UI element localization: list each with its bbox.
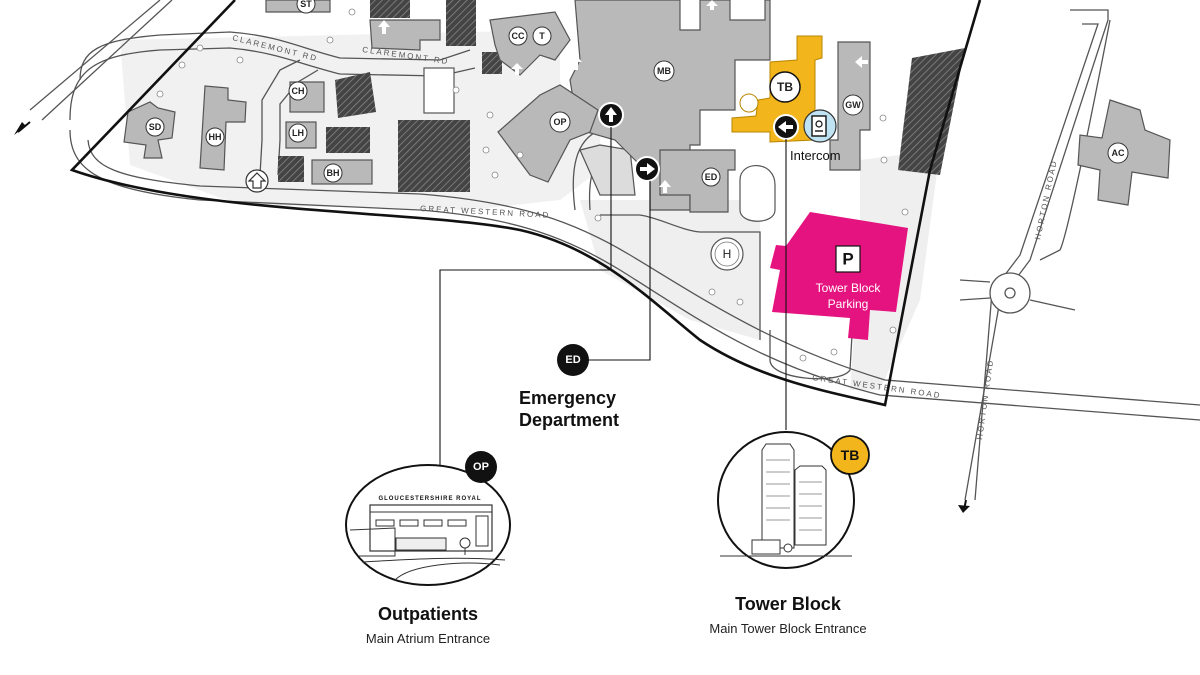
helipad: H <box>710 237 744 271</box>
helipad-label: H <box>723 247 732 261</box>
intercom-icon[interactable] <box>803 109 837 143</box>
entrance-marker-tb[interactable] <box>773 114 799 140</box>
building-label-cc: CC <box>512 31 525 41</box>
building-label-hh: HH <box>209 132 222 142</box>
building-label-gw: GW <box>845 100 861 110</box>
tb-badge-label: TB <box>841 447 860 463</box>
building-label-op: OP <box>553 117 566 127</box>
building-cc[interactable]: CC <box>489 11 571 76</box>
ed-badge-label: ED <box>565 354 580 366</box>
building-st[interactable]: ST <box>265 0 331 14</box>
building-label-t: T <box>539 31 545 41</box>
building-gw[interactable]: GW <box>829 41 871 171</box>
building-t[interactable]: T <box>532 26 552 46</box>
tower-block-parking[interactable]: P <box>770 212 908 340</box>
outpatients-subtitle: Main Atrium Entrance <box>365 631 491 646</box>
ed-badge: ED <box>557 344 589 376</box>
road-label-horton-1: HORTON ROAD <box>1033 159 1059 241</box>
tower-block-title[interactable]: Tower Block <box>735 594 841 614</box>
car-park-blocks <box>278 0 965 192</box>
outpatients-sign: GLOUCESTERSHIRE ROYAL <box>378 496 481 502</box>
parking-label-line1: Tower Block <box>815 281 881 295</box>
op-badge: OP <box>465 451 497 483</box>
building-label-bh: BH <box>327 168 340 178</box>
building-label-ac: AC <box>1112 148 1125 158</box>
outpatients-illustration[interactable]: GLOUCESTERSHIRE ROYAL <box>345 464 511 586</box>
road-label-horton-2: HORTON ROAD <box>975 358 995 440</box>
house-icon <box>245 169 269 193</box>
building-label-ed: ED <box>705 172 718 182</box>
building-ch[interactable]: CH <box>288 81 325 113</box>
building-ac[interactable]: AC <box>1077 99 1171 206</box>
ed-title-line2: Department <box>519 410 620 430</box>
building-hh[interactable]: HH <box>199 85 247 171</box>
op-badge-label: OP <box>473 461 489 473</box>
parking-symbol: P <box>842 250 853 269</box>
entrance-marker-op[interactable] <box>598 102 624 128</box>
outpatients-title[interactable]: Outpatients <box>377 604 478 624</box>
parking-label: Tower Block Parking <box>800 280 896 312</box>
building-sd[interactable]: SD <box>123 101 176 159</box>
tower-block-building[interactable]: TB <box>731 35 823 143</box>
intercom-label: Intercom <box>790 148 841 163</box>
entrance-marker-ed[interactable] <box>634 156 660 182</box>
building-label-st: ST <box>300 0 312 9</box>
road-internal-loops <box>572 124 853 380</box>
building-label-ch: CH <box>292 86 305 96</box>
leader-lines <box>439 127 787 465</box>
building-label-sd: SD <box>149 122 162 132</box>
tb-badge: TB <box>830 435 870 475</box>
building-label-lh: LH <box>292 128 304 138</box>
site-boundary <box>69 0 982 407</box>
road-horton: HORTON ROAD HORTON ROAD <box>958 9 1111 513</box>
parking-label-line2: Parking <box>827 297 869 311</box>
building-label-mb: MB <box>657 66 671 76</box>
building-ed[interactable]: ED <box>659 149 736 213</box>
ed-title-line1: Emergency <box>519 388 617 408</box>
ed-callout-title[interactable]: Emergency Department <box>519 387 659 431</box>
building-op[interactable]: OP <box>497 84 599 183</box>
tree-icons <box>156 8 909 362</box>
entrance-arrows-white <box>378 0 868 193</box>
tower-block-illustration[interactable] <box>717 431 855 569</box>
building-lh[interactable]: LH <box>285 121 317 149</box>
tower-block-code-label: TB <box>777 80 793 94</box>
building-misc-north <box>369 19 455 114</box>
building-bh[interactable]: BH <box>311 159 373 185</box>
tower-block-subtitle: Main Tower Block Entrance <box>709 621 867 636</box>
